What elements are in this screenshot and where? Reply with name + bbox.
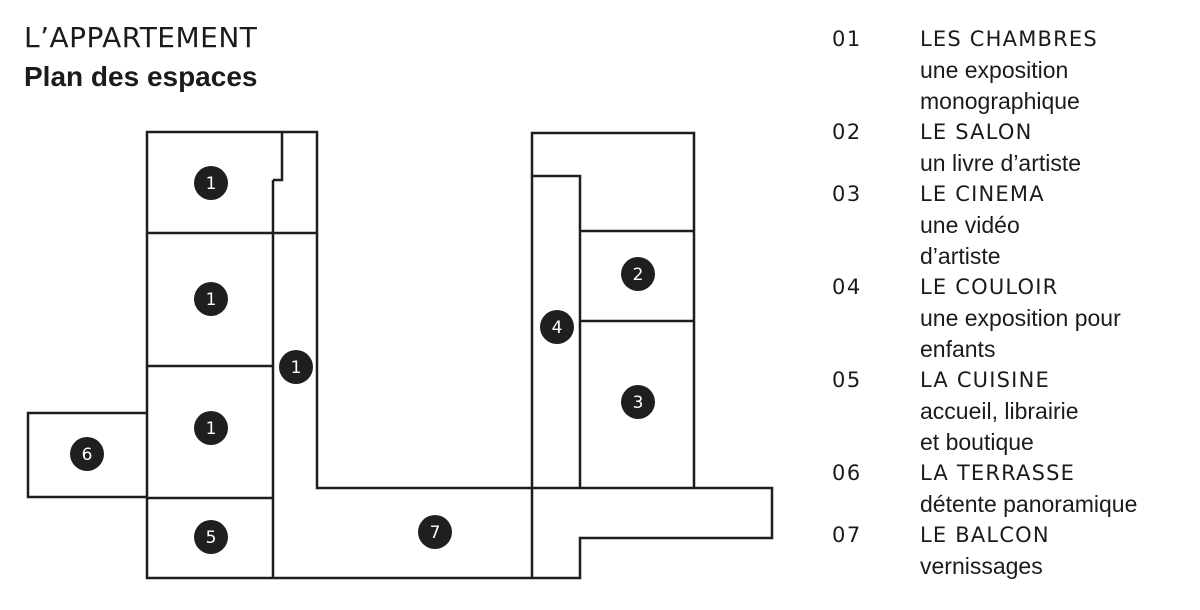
legend-number: 04: [832, 275, 862, 299]
badge-bedroom-1c: 1: [194, 411, 228, 445]
badge-salon: 2: [621, 257, 655, 291]
badge-couloir: 4: [540, 310, 574, 344]
legend-description: accueil, librairie: [920, 398, 1079, 424]
wall-right-wing: [530, 131, 696, 488]
legend-description: détente panoramique: [920, 491, 1138, 517]
page-subtitle: Plan des espaces: [24, 61, 258, 92]
legend-item-terrasse: 06 LA TERRASSE détente panoramique: [832, 458, 1192, 520]
badge-label: 1: [291, 358, 302, 378]
badge-label: 2: [633, 265, 644, 285]
badge-label: 1: [206, 174, 217, 194]
badge-label: 5: [206, 528, 217, 548]
legend-number: 01: [832, 27, 862, 51]
legend-room-name: LA CUISINE: [920, 368, 1050, 392]
room-badges: 1 1 1 1 2 3 4 5: [70, 166, 655, 554]
legend-room-name: LES CHAMBRES: [920, 27, 1098, 51]
wall-corridor-right: [532, 174, 582, 488]
badge-label: 4: [552, 318, 563, 338]
wall-terrasse: [26, 411, 147, 499]
legend-description: et boutique: [920, 429, 1034, 455]
badge-bedroom-1b: 1: [194, 282, 228, 316]
legend-number: 06: [832, 461, 862, 485]
badge-cinema: 3: [621, 385, 655, 419]
page-title: L’APPARTEMENT: [24, 21, 258, 54]
room-legend: 01 LES CHAMBRES une exposition monograph…: [832, 24, 1192, 582]
legend-description: un livre d’artiste: [920, 150, 1082, 176]
legend-description: vernissages: [920, 553, 1043, 579]
legend-description: d’artiste: [920, 243, 1001, 269]
badge-label: 1: [206, 290, 217, 310]
legend-item-couloir: 04 LE COULOIR une exposition pour enfant…: [832, 272, 1192, 365]
badge-terrasse: 6: [70, 437, 104, 471]
legend-description: une exposition: [920, 57, 1069, 83]
legend-number: 07: [832, 523, 862, 547]
legend-room-name: LE COULOIR: [920, 275, 1059, 299]
badge-label: 6: [82, 445, 93, 465]
legend-number: 03: [832, 182, 862, 206]
badge-label: 1: [206, 419, 217, 439]
legend-description: une vidéo: [920, 212, 1020, 238]
legend-room-name: LE CINEMA: [920, 182, 1045, 206]
legend-room-name: LE SALON: [920, 120, 1033, 144]
legend-item-cinema: 03 LE CINEMA une vidéo d’artiste: [832, 179, 1192, 272]
legend-description: enfants: [920, 336, 996, 362]
legend-item-chambres: 01 LES CHAMBRES une exposition monograph…: [832, 24, 1192, 117]
legend-description: une exposition pour: [920, 305, 1121, 331]
badge-label: 3: [633, 393, 644, 413]
legend-description: monographique: [920, 88, 1080, 114]
badge-bedroom-1a: 1: [194, 166, 228, 200]
legend-item-cuisine: 05 LA CUISINE accueil, librairie et bout…: [832, 365, 1192, 458]
badge-balcon: 7: [418, 515, 452, 549]
wall-left-wing: [145, 130, 774, 580]
badge-bedroom-1-corridor: 1: [279, 350, 313, 384]
legend-room-name: LE BALCON: [920, 523, 1050, 547]
floor-plan: 1 1 1 1 2 3 4 5: [26, 130, 774, 580]
legend-item-salon: 02 LE SALON un livre d’artiste: [832, 117, 1192, 179]
legend-room-name: LA TERRASSE: [920, 461, 1076, 485]
legend-item-balcon: 07 LE BALCON vernissages: [832, 520, 1192, 582]
legend-number: 02: [832, 120, 862, 144]
legend-number: 05: [832, 368, 862, 392]
wall-notch: [273, 132, 284, 182]
badge-cuisine: 5: [194, 520, 228, 554]
badge-label: 7: [430, 523, 441, 543]
